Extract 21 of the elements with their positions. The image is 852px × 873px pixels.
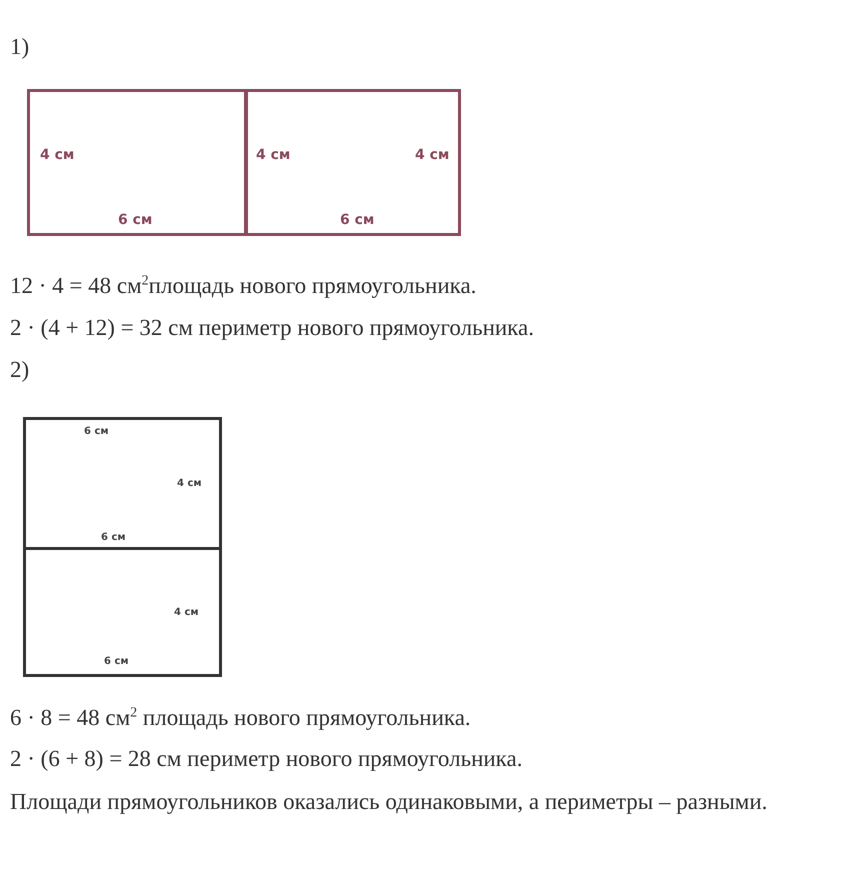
dimension-label: 6 см — [104, 656, 129, 667]
task-number: 2) — [10, 356, 30, 384]
dimension-label: 4 см — [177, 478, 202, 489]
solution-text: 6 · 8 = 48 см$^{2}$ площадь нового прямоугольника. — [10, 704, 471, 732]
rectangle — [23, 417, 222, 550]
rectangle — [27, 89, 247, 236]
solution-text: 2 · (4 + 12) = 32 см периметр нового прямоугольника. — [10, 314, 534, 342]
dimension-label: 4 см — [256, 147, 290, 163]
dimension-label: 6 см — [101, 532, 126, 543]
dimension-label: 6 см — [340, 212, 374, 228]
dimension-label: 4 см — [174, 607, 199, 618]
dimension-label: 6 см — [118, 212, 152, 228]
solution-text: Площади прямоугольников оказались одинаковыми, а периметры – разными. — [10, 788, 768, 816]
dimension-label: 4 см — [415, 147, 450, 163]
rectangle — [245, 89, 461, 236]
solution-text: 12 · 4 = 48 см$^{2}$площадь нового прямоугольника. — [10, 272, 476, 300]
dimension-label: 4 см — [40, 147, 74, 163]
dimension-label: 6 см — [84, 426, 109, 437]
rectangle — [23, 547, 222, 677]
task-number: 1) — [10, 33, 30, 61]
solution-text: 2 · (6 + 8) = 28 см периметр нового прямоугольника. — [10, 745, 522, 773]
